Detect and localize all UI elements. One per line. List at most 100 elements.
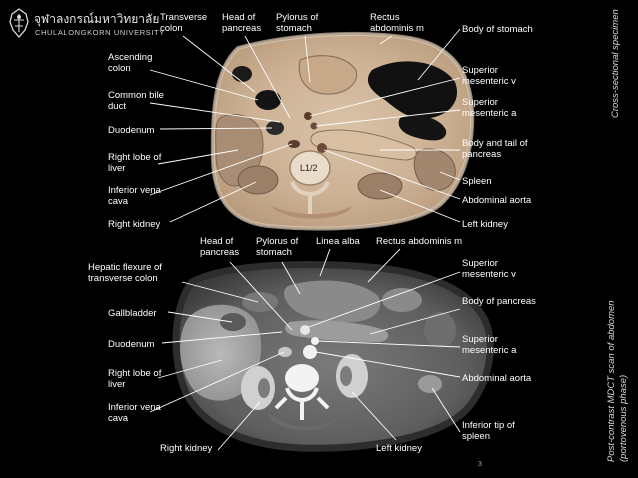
ct-labels-left-kidney-label: Left kidney (376, 443, 422, 454)
ct-labels-head-of-pancreas-leader-line (229, 261, 293, 331)
specimen-labels-transverse-colon-label: Transverse colon (160, 12, 208, 34)
specimen-vertebral-arch (290, 181, 330, 214)
vertebra-level-label: L1/2 (300, 163, 318, 173)
side-label-ct-line1: Post-contrast MDCT scan of abdomen (606, 300, 617, 462)
ct-labels-superior-mesenteric-a-label: Superior mesenteric a (462, 334, 517, 356)
ct-right-kidney-hilum (258, 378, 270, 398)
specimen-labels-right-kidney-leader-line (169, 181, 257, 223)
ct-sm-artery (311, 337, 319, 345)
ct-aorta (303, 345, 317, 359)
ct-labels-rectus-abdominis-leader-line (367, 248, 401, 283)
ct-section: 3 (172, 261, 494, 468)
specimen-pylorus (298, 55, 358, 95)
specimen-left-kidney (357, 172, 403, 200)
ct-labels-inferior-vena-cava-label: Inferior vena cava (108, 402, 161, 424)
specimen-labels-body-of-stomach-label: Body of stomach (462, 24, 533, 35)
specimen-right-kidney (237, 165, 279, 195)
ct-bowel-loop-1 (382, 288, 422, 312)
specimen-labels-abdominal-aorta-label: Abdominal aorta (462, 195, 532, 206)
ct-labels-hepatic-flexure-label: Hepatic flexure of transverse colon (88, 262, 162, 284)
side-label-ct-line2: (portovenous phase) (618, 374, 629, 462)
specimen-section (210, 31, 475, 231)
ct-left-kidney-hilum (340, 366, 352, 386)
ct-labels-abdominal-aorta-label: Abdominal aorta (462, 373, 532, 384)
ct-labels-abdominal-aorta-leader-line (315, 351, 461, 378)
specimen-back-muscles (270, 205, 352, 219)
ct-spleen-tip (418, 375, 442, 393)
ct-labels-left-kidney-leader-line (351, 391, 397, 441)
specimen-labels-head-of-pancreas-label: Head of pancreas (222, 12, 262, 34)
ct-gallbladder (220, 313, 246, 331)
specimen-labels-ascending-colon-leader-line (149, 69, 259, 101)
specimen-colon-lumen-2 (232, 66, 252, 82)
ct-vertebral-body (285, 364, 319, 392)
specimen-labels-ascending-colon-label: Ascending colon (108, 52, 153, 74)
ct-labels-hepatic-flexure-leader-line (181, 281, 259, 303)
ct-labels-body-of-pancreas-label: Body of pancreas (462, 296, 536, 307)
specimen-labels-spleen-leader-line (439, 171, 461, 181)
specimen-labels-pylorus-of-stomach-label: Pylorus of stomach (276, 12, 319, 34)
specimen-labels-superior-mesenteric-v-label: Superior mesenteric v (462, 65, 516, 87)
ct-labels-inferior-tip-of-spleen-label: Inferior tip of spleen (462, 420, 515, 442)
specimen-colon-lumen-1 (255, 90, 281, 110)
specimen-labels-left-kidney-label: Left kidney (462, 219, 508, 230)
ct-labels-linea-alba-label: Linea alba (316, 236, 360, 247)
specimen-sm-artery (310, 122, 318, 130)
ct-labels-right-lobe-of-liver-leader-line (157, 359, 223, 379)
specimen-labels-spleen-label: Spleen (462, 176, 492, 187)
ct-labels-superior-mesenteric-v-label: Superior mesenteric v (462, 258, 516, 280)
ct-labels-right-kidney-label: Right kidney (160, 443, 213, 454)
ct-labels-head-of-pancreas-label: Head of pancreas (200, 236, 240, 258)
specimen-vertebral-body (289, 150, 331, 186)
ct-labels-inferior-vena-cava-leader-line (149, 351, 285, 413)
side-label-ct: Post-contrast MDCT scan of abdomen (port… (606, 300, 630, 462)
specimen-labels-superior-mesenteric-a-label: Superior mesenteric a (462, 97, 517, 119)
ct-paraspinal-muscles (268, 412, 340, 431)
specimen-labels-duodenum-label: Duodenum (108, 125, 155, 136)
ct-labels-gallbladder-leader-line (167, 311, 233, 323)
ct-labels-superior-mesenteric-v-leader-line (305, 271, 461, 329)
specimen-labels-right-lobe-of-liver-label: Right lobe of liver (108, 152, 162, 174)
chulalongkorn-logo: จุฬาลงกรณ์มหาวิทยาลัย CHULALONGKORN UNIV… (6, 8, 164, 42)
specimen-labels-superior-mesenteric-v-leader-line (309, 77, 461, 117)
ct-vertebral-arch (274, 387, 330, 420)
ct-labels-pylorus-of-stomach-leader-line (281, 261, 301, 295)
specimen-stomach-extension (398, 115, 447, 141)
specimen-labels-rectus-abdominis-label: Rectus abdominis m (370, 12, 424, 34)
ct-bowel-loop-2 (424, 312, 456, 348)
side-label-specimen: Cross-sectional specimen (610, 9, 621, 118)
specimen-labels-abdominal-aorta-leader-line (323, 149, 461, 200)
specimen-labels-superior-mesenteric-a-leader-line (315, 109, 461, 127)
specimen-labels-body-and-tail-of-pancreas-label: Body and tail of pancreas (462, 138, 528, 160)
specimen-labels-right-lobe-of-liver-leader-line (157, 149, 239, 165)
ct-labels-duodenum-label: Duodenum (108, 339, 155, 350)
ct-ivc (278, 347, 292, 357)
ct-stomach (284, 280, 381, 322)
ct-labels-pylorus-of-stomach-label: Pylorus of stomach (256, 236, 299, 258)
specimen-labels-common-bile-duct-label: Common bile duct (108, 90, 164, 112)
ct-sm-vein (300, 325, 310, 335)
specimen-labels-inferior-vena-cava-label: Inferior vena cava (108, 185, 161, 207)
ct-labels-linea-alba-leader-line (319, 248, 331, 277)
university-seal-icon (9, 8, 29, 38)
specimen-pancreas (310, 129, 417, 161)
logo-english-text: CHULALONGKORN UNIVERSITY (35, 28, 165, 37)
specimen-spleen (413, 148, 456, 191)
ct-labels-inferior-tip-of-spleen-leader-line (431, 387, 461, 433)
ct-subcutaneous-fat (172, 261, 494, 452)
ct-colon-loop (242, 292, 278, 312)
ct-labels-gallbladder-label: Gallbladder (108, 308, 157, 319)
specimen-skin (210, 31, 475, 231)
specimen-labels-head-of-pancreas-leader-line (244, 35, 291, 119)
ct-labels-right-lobe-of-liver-label: Right lobe of liver (108, 368, 162, 390)
specimen-labels-body-of-stomach-leader-line (417, 28, 461, 81)
specimen-labels-pylorus-of-stomach-leader-line (304, 35, 311, 83)
specimen-labels-duodenum-leader-line (159, 127, 273, 130)
specimen-ivc (288, 140, 300, 148)
specimen-sm-vein (304, 112, 312, 120)
ct-labels-rectus-abdominis-label: Rectus abdominis m (376, 236, 463, 247)
specimen-labels-transverse-colon-leader-line (182, 35, 256, 93)
specimen-labels-rectus-abdominis-leader-line (379, 35, 393, 45)
ct-labels-superior-mesenteric-a-leader-line (317, 340, 461, 348)
